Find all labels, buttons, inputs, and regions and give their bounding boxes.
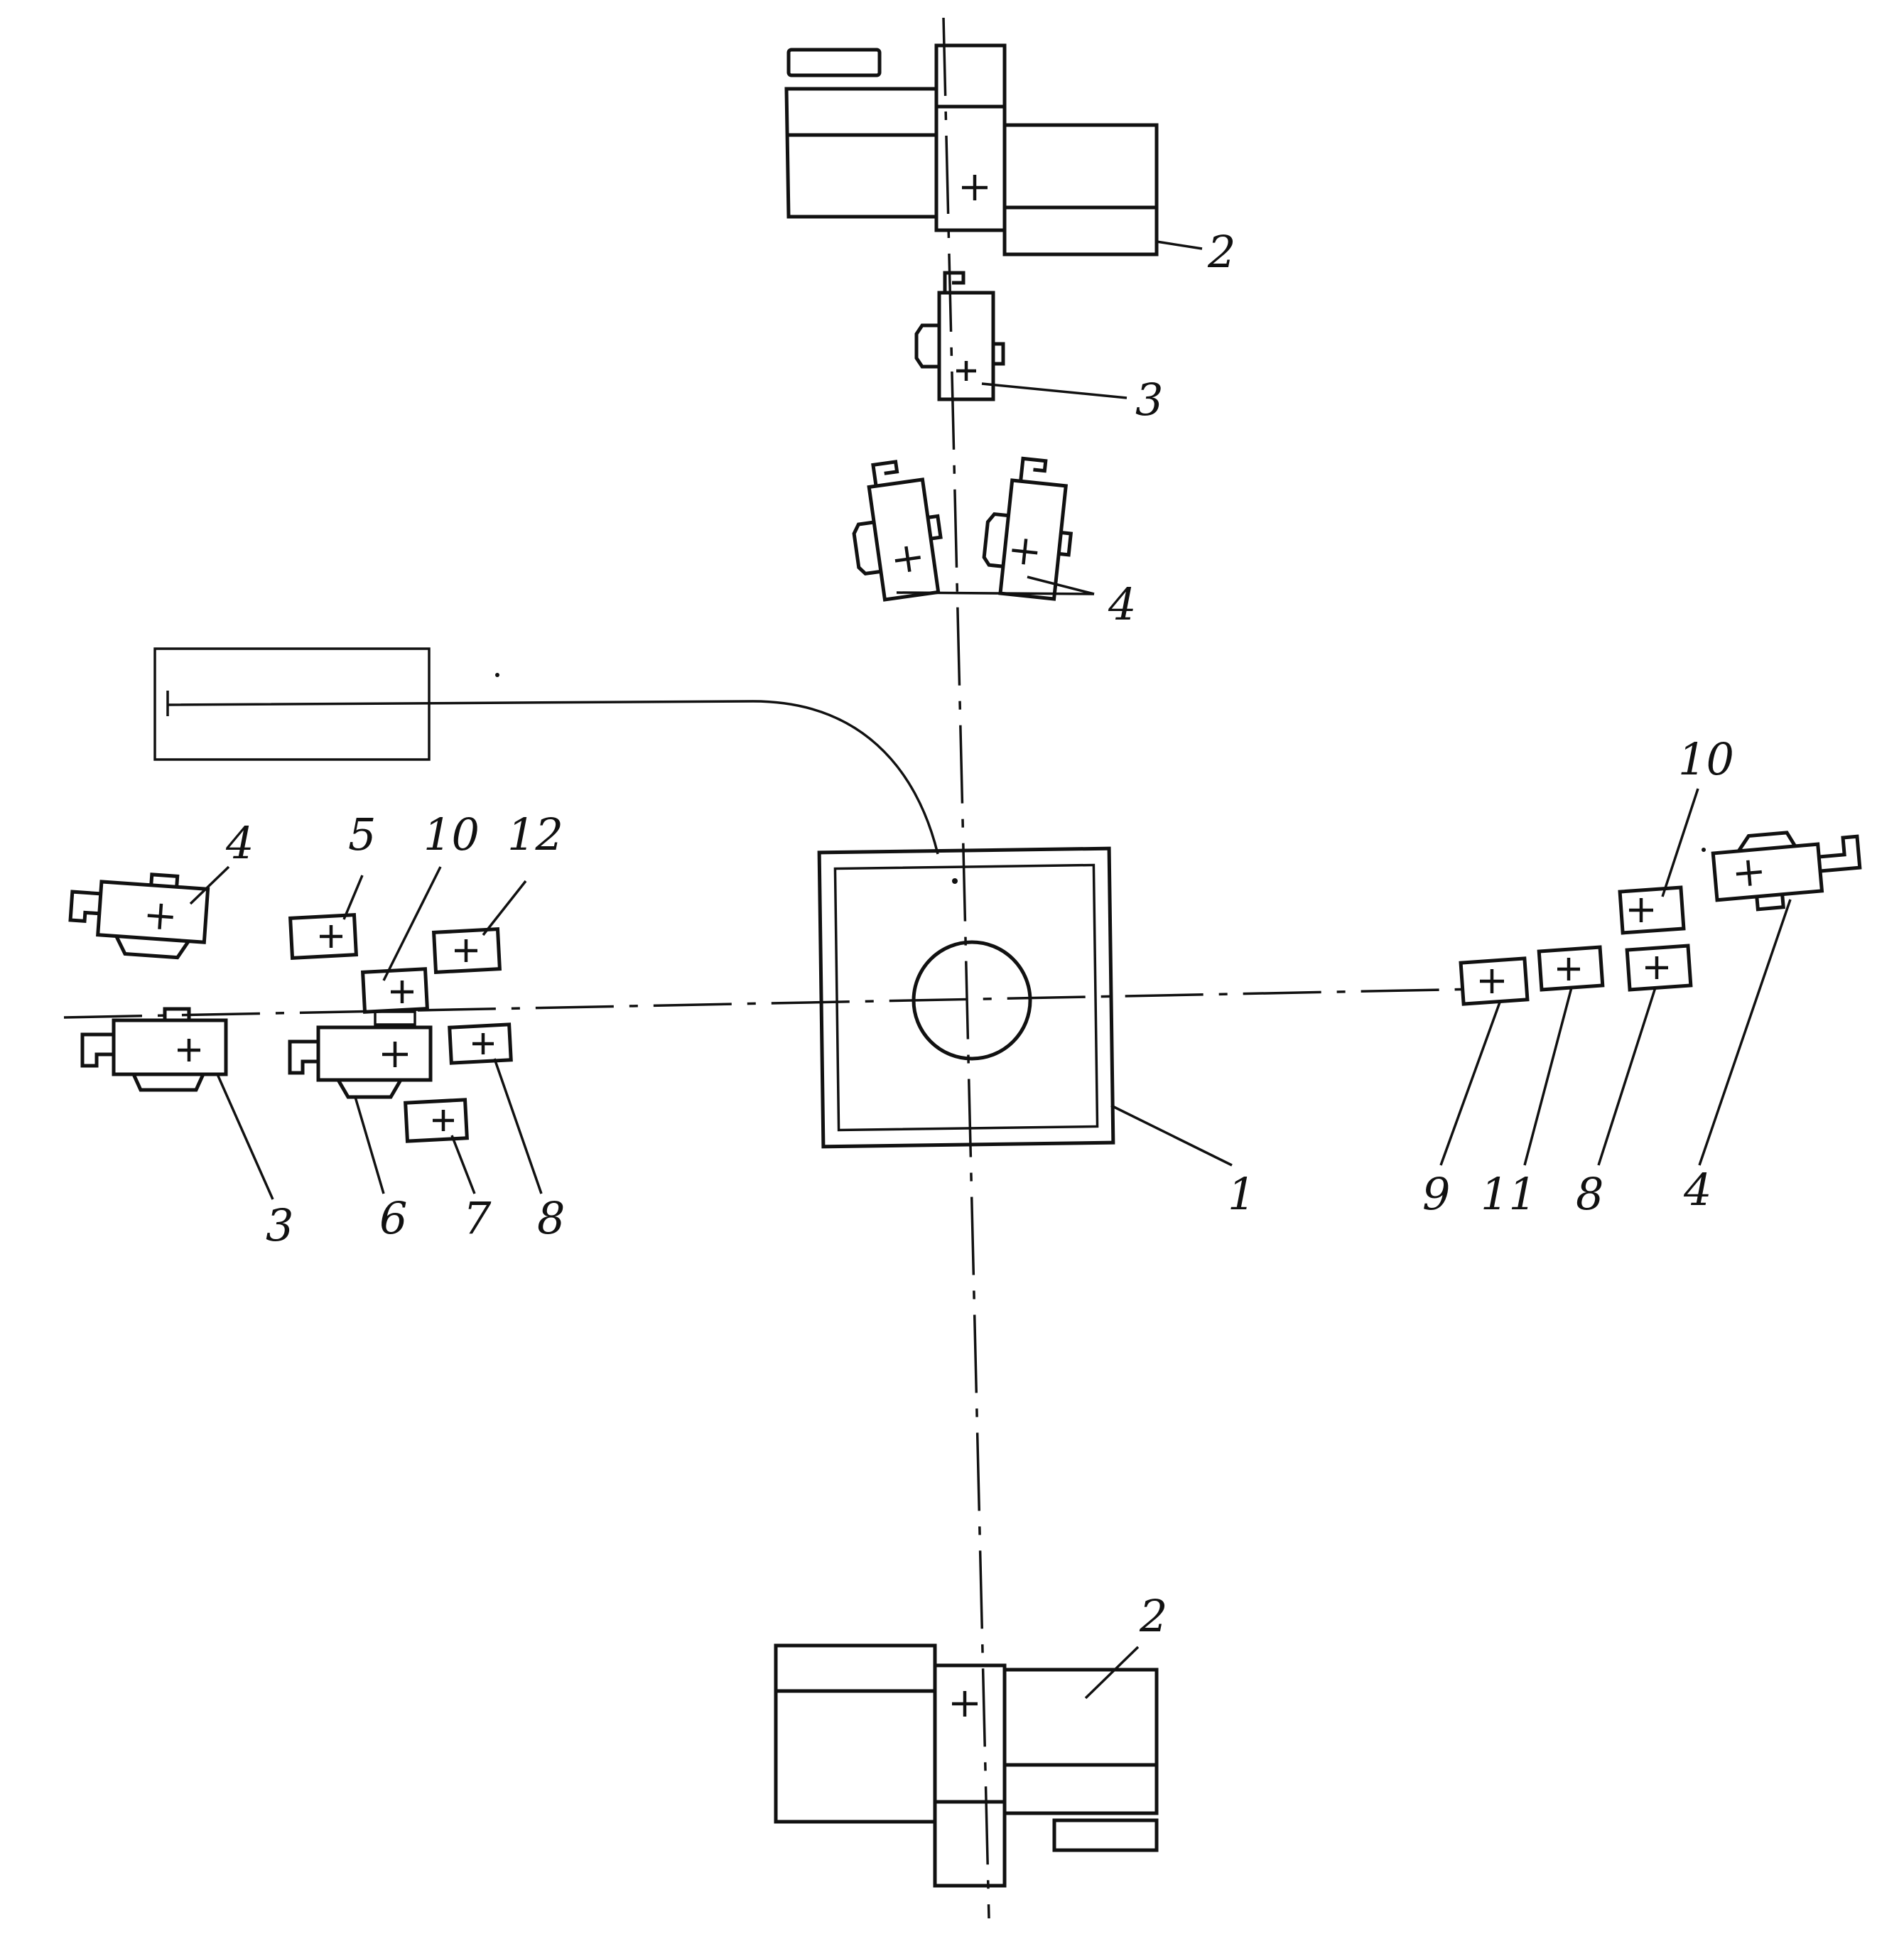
vertical-axis-line (942, 17, 990, 1919)
monitor-8-right (1625, 944, 1693, 992)
monitor-8-left (448, 1022, 513, 1065)
leader-7-left (450, 1135, 476, 1194)
callout-1-center: 1 (1228, 1168, 1255, 1220)
callout-4-right: 4 (1683, 1164, 1711, 1216)
speck (495, 673, 499, 677)
control-desk (153, 647, 939, 855)
monitor-12-left (431, 927, 502, 974)
callout-8-left: 8 (537, 1192, 565, 1244)
leader-1-center (1110, 1104, 1233, 1167)
leader-3-left (216, 1074, 274, 1200)
callout-4-top: 4 (1108, 578, 1136, 630)
callout-10-left: 10 (423, 809, 480, 860)
leader-3-top (981, 382, 1127, 399)
callout-2-bottom: 2 (1139, 1590, 1167, 1642)
camera-6-left (288, 1025, 433, 1099)
monitor-5-left (288, 913, 359, 960)
leader-4-top (896, 576, 1095, 595)
leader-2-bottom (1084, 1646, 1140, 1700)
leader-5-left (342, 875, 364, 920)
monitor-11-right (1537, 945, 1605, 992)
leader-2-top (1156, 240, 1203, 250)
camera-crane-bottom (774, 1643, 1159, 1888)
leader-12-left (482, 880, 527, 936)
camera-4-left (68, 873, 210, 960)
callout-8-right: 8 (1576, 1168, 1603, 1220)
leader-10-left (382, 866, 442, 981)
leader-10-right (1661, 788, 1699, 897)
callout-6-left: 6 (379, 1192, 407, 1244)
monitor-9-right (1459, 956, 1530, 1006)
callout-3-left: 3 (266, 1199, 293, 1251)
callout-11-right: 11 (1481, 1168, 1537, 1220)
horizontal-axis-line (63, 988, 1478, 1019)
central-stage-unit (817, 846, 1115, 1149)
leader-8-right (1597, 987, 1657, 1166)
leader-8-left (493, 1058, 543, 1194)
monitor-10-right (1618, 885, 1686, 935)
camera-3-left (80, 1007, 228, 1092)
leader-11-right (1523, 987, 1573, 1166)
camera-crane-top (784, 43, 1159, 256)
monitor-10-left (360, 967, 430, 1026)
callout-2-top: 2 (1207, 226, 1235, 278)
leader-6-left (354, 1096, 385, 1194)
leader-4-left (189, 865, 230, 905)
speck (952, 878, 958, 884)
leader-9-right (1439, 1000, 1502, 1166)
camera-4-top-left (852, 460, 943, 602)
camera-3-top (914, 271, 1005, 401)
callout-10-right: 10 (1678, 733, 1734, 785)
callout-3-top: 3 (1135, 374, 1163, 426)
camera-4-right (1711, 831, 1862, 912)
callout-5-left: 5 (348, 809, 376, 860)
callout-4-left: 4 (225, 817, 254, 869)
monitor-7-left (404, 1098, 469, 1143)
callout-7-left: 7 (463, 1192, 492, 1244)
leader-4-right (1698, 899, 1792, 1166)
speck (1702, 848, 1706, 852)
callout-12-left: 12 (507, 809, 563, 860)
camera-4-top-right (982, 456, 1073, 601)
callout-9-right: 9 (1422, 1168, 1450, 1220)
